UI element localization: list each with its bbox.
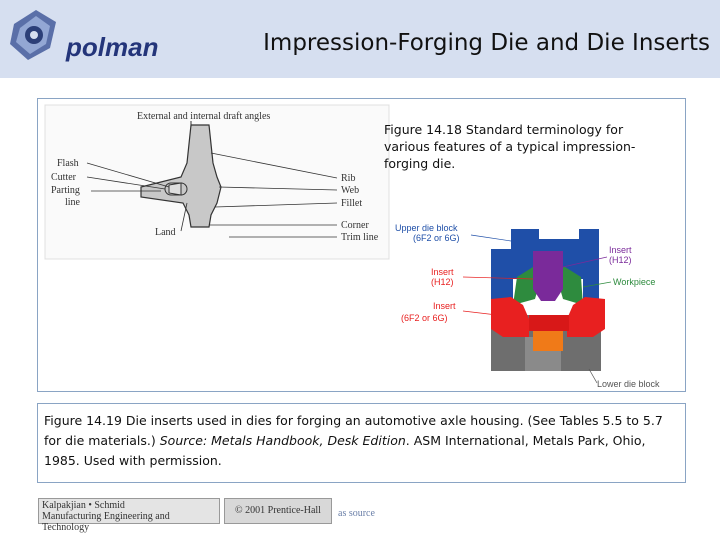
footer-source: as source [338,508,375,519]
footer-credit: Kalpakjian • Schmid Manufacturing Engine… [38,498,220,533]
purple-insert [533,251,563,301]
logo-text: polman [65,32,158,62]
label-cutter: Cutter [51,172,77,183]
credit-book: Manufacturing Engineering and Technology [42,511,170,533]
label-web: Web [341,185,359,196]
workpiece-shape [513,267,583,305]
caption-end: . ASM International, Metals Park, Ohio, … [44,433,646,468]
figure-panel: External and internal draft angles Flash… [37,98,686,392]
label-line: line [65,197,81,208]
caption-source: Source: Metals Handbook, Desk Edition [159,433,406,448]
figure-14-19-caption-box: Figure 14.19 Die inserts used in dies fo… [37,403,686,483]
label-workpiece: Workpiece [613,277,655,287]
credit-authors: Kalpakjian • Schmid [42,500,125,511]
logo-emblem-icon [10,10,56,60]
label-insert-mid-mat: (H12) [431,277,454,287]
label-lower-die: Lower die block [597,379,660,389]
label-insert-mid: Insert [431,267,454,277]
label-land: Land [155,227,176,238]
figure-14-19-caption: Figure 14.19 Die inserts used in dies fo… [44,411,679,471]
label-fillet: Fillet [341,198,362,209]
label-corner: Corner [341,220,369,231]
label-insert-right-mat: (H12) [609,255,632,265]
label-insert-left-mat: (6F2 or 6G) [401,313,448,323]
label-insert-left: Insert [433,301,456,311]
label-upper-die-mat: (6F2 or 6G) [413,233,460,243]
flash-shape [168,182,182,196]
label-insert-right: Insert [609,245,632,255]
figure-14-18-diagram: External and internal draft angles Flash… [44,104,390,260]
label-rib: Rib [341,173,355,184]
footer-copyright: © 2001 Prentice-Hall [224,498,332,524]
red-insert [491,297,529,337]
page-title: Impression-Forging Die and Die Inserts [263,30,710,56]
label-trim-line: Trim line [341,232,379,243]
header-bar: polman Impression-Forging Die and Die In… [0,0,720,78]
figure-14-19-diagram: Upper die block (6F2 or 6G) Insert (H12)… [393,219,683,391]
figure-14-18-caption: Figure 14.18 Standard terminology for va… [384,122,636,171]
label-draft-angles: External and internal draft angles [137,111,270,122]
label-upper-die: Upper die block [395,223,458,233]
label-parting: Parting [51,185,80,196]
polman-logo: polman [10,10,158,62]
orange-insert [533,331,563,351]
label-flash: Flash [57,158,79,169]
caption-text: Figure 14.19 Die inserts used in dies fo… [44,413,663,448]
